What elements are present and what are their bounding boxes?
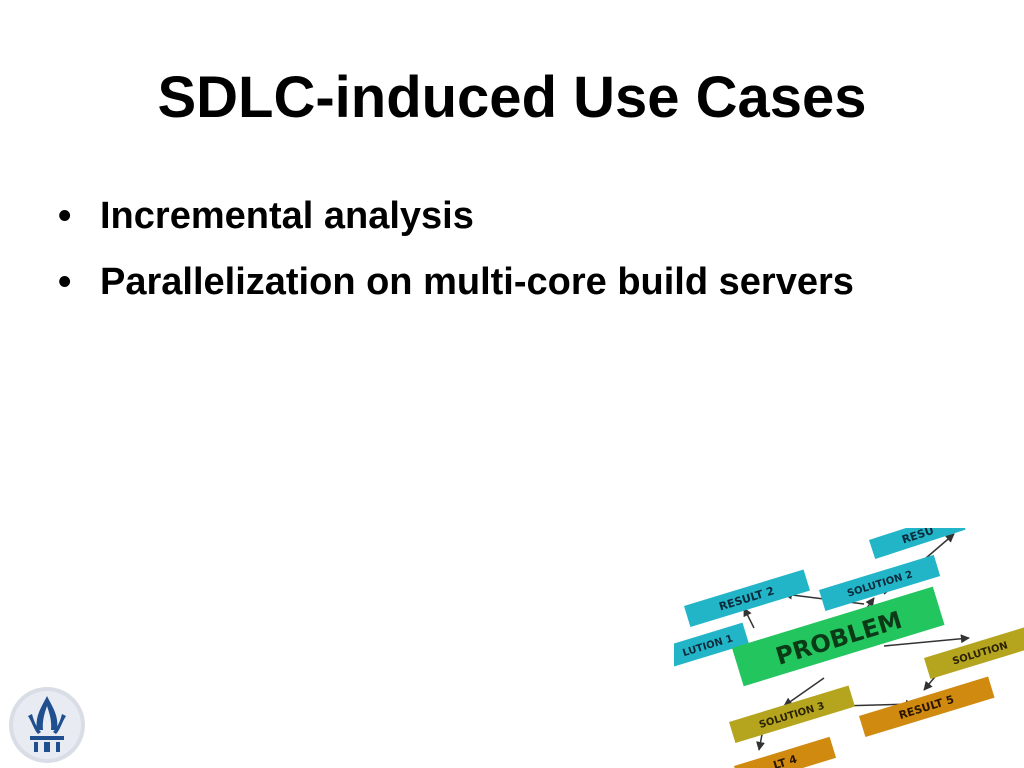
problem-solution-diagram: RESU RESULT 2 SOLUTION 2 LUTION 1 PROBLE… bbox=[674, 528, 1024, 768]
bullet-dot: • bbox=[58, 261, 72, 303]
result4-box: LT 4 bbox=[734, 736, 837, 768]
bullet-item-incremental: • Incremental analysis bbox=[58, 188, 918, 244]
bullet-text: Incremental analysis bbox=[100, 195, 474, 237]
bullet-dot: • bbox=[58, 195, 72, 237]
bullet-list: • Incremental analysis • Parallelization… bbox=[58, 188, 918, 320]
result-top-box: RESU bbox=[869, 528, 966, 560]
bullet-item-parallelization: • Parallelization on multi-core build se… bbox=[58, 254, 918, 310]
bullet-text: Parallelization on multi-core build serv… bbox=[100, 261, 854, 303]
slide-title: SDLC-induced Use Cases bbox=[157, 65, 867, 130]
university-emblem-icon bbox=[9, 687, 85, 763]
